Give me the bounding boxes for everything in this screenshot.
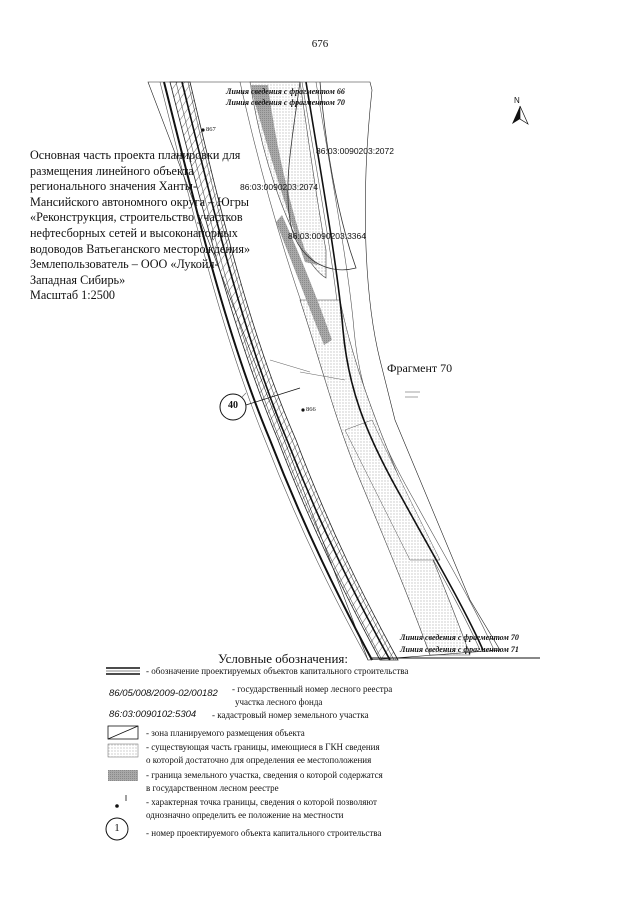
match-line-label: Линия сведения с фрагментом 70 — [226, 98, 345, 107]
legend-symbol-point — [115, 795, 127, 808]
legend-symbol-circle — [105, 817, 129, 841]
match-line-label: Линия сведения с фрагментом 70 — [400, 633, 519, 642]
legend-text: однозначно определить ее положение на ме… — [146, 810, 344, 820]
legend-text: - кадастровый номер земельного участка — [212, 710, 369, 720]
legend-text: - граница земельного участка, сведения о… — [146, 770, 383, 780]
forest-parcel-grey-2 — [276, 215, 332, 345]
object-number-circle — [219, 393, 247, 421]
cadastral-label: 86:03:0090203:3364 — [288, 231, 366, 241]
match-line-label: Линия сведения с фрагментом 71 — [400, 645, 519, 654]
legend-symbol-dotted — [107, 743, 139, 758]
page-number: 676 — [311, 38, 329, 50]
north-arrow-icon — [512, 105, 529, 125]
legend-text: - государственный номер лесного реестра — [232, 684, 393, 694]
title-line: водоводов Ватьеганского месторождения» — [30, 241, 251, 256]
legend-symbol-zone — [107, 725, 139, 740]
point-label: 867 — [206, 126, 216, 133]
legend-text: - зона планируемого размещения объекта — [146, 728, 305, 738]
title-block: Основная часть проекта планировки для ра… — [30, 148, 270, 304]
cadastral-label: 86:03:0090203:2074 — [240, 182, 318, 192]
point-label: 866 — [306, 406, 316, 413]
title-line: Западная Сибирь» — [30, 272, 126, 287]
legend-code: 86/05/008/2009-02/00182 — [109, 688, 218, 699]
title-line: «Реконструкция, строительство участков — [30, 210, 243, 225]
forest-parcel-grey-1 — [250, 85, 318, 265]
legend-text: - номер проектируемого объекта капитальн… — [146, 828, 382, 838]
fragment-label: Фрагмент 70 — [387, 361, 453, 375]
title-line: нефтесборных сетей и высоконапорных — [30, 225, 238, 240]
legend-title: Условные обозначения: — [218, 651, 349, 666]
legend-text: о которой достаточно для определения ее … — [146, 755, 372, 765]
legend-text: - существующая часть границы, имеющиеся … — [146, 742, 380, 752]
point-867 — [201, 128, 205, 132]
scale-label: Масштаб 1:2500 — [30, 288, 116, 303]
legend-text: в государственном лесном реестре — [146, 783, 279, 793]
legend-circle-number: 1 — [114, 822, 120, 834]
title-line: Землепользователь – ООО «Лукойл- — [30, 257, 219, 272]
legend-symbol-projected-object — [106, 667, 140, 675]
point-866 — [301, 408, 305, 412]
fragment-boundary — [147, 81, 501, 661]
object-number-label: 40 — [228, 400, 238, 411]
legend-code: 86:03:0090102:5304 — [109, 709, 197, 720]
title-line: Мансийского автономного округа – Югры — [30, 194, 249, 209]
title-line: размещения линейного объекта — [30, 163, 194, 178]
cadastral-label: 86:03:0090203:2072 — [316, 146, 394, 156]
legend-text: - характерная точка границы, сведения о … — [146, 797, 377, 807]
match-line-label: Линия сведения с фрагментом 66 — [226, 87, 345, 96]
legend-symbol-grey — [108, 770, 138, 781]
legend-text: участка лесного фонда — [235, 697, 323, 707]
north-label: N — [514, 96, 520, 105]
title-line: регионального значения Ханты- — [30, 179, 198, 194]
cadastral-outline — [287, 81, 357, 271]
projected-object-lines — [163, 81, 484, 661]
planned-zone-hatch — [169, 81, 399, 661]
legend-text: - обозначение проектируемых объектов кап… — [146, 666, 409, 676]
title-line: Основная часть проекта планировки для — [30, 148, 241, 162]
